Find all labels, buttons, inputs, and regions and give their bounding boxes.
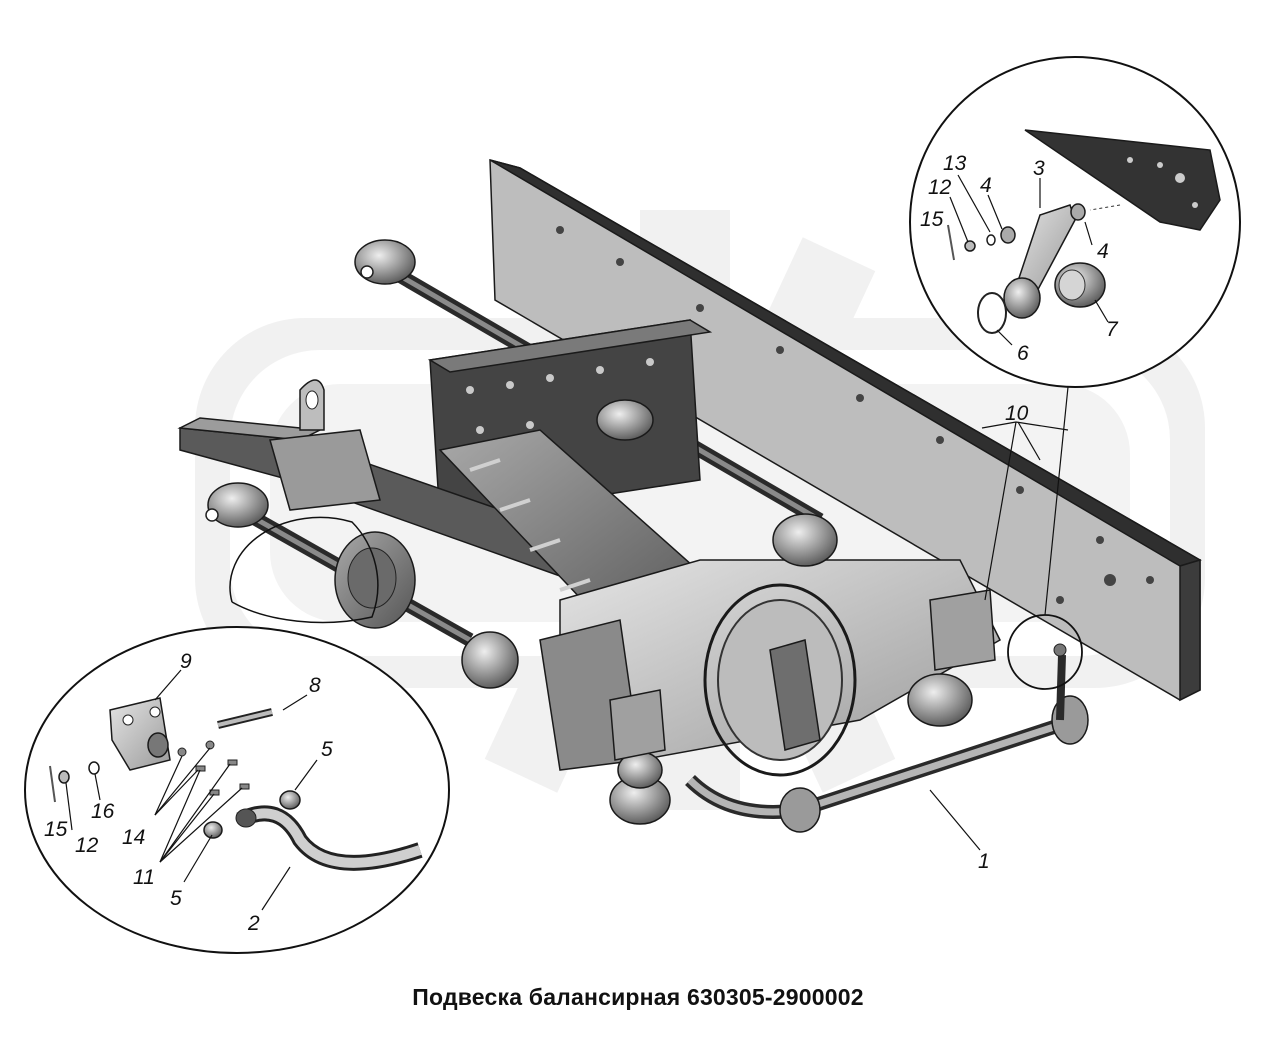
callout-2: 2 (247, 912, 260, 935)
callout-5-lower: 5 (170, 887, 182, 910)
diagram-caption: Подвеска балансирная 630305-2900002 (412, 984, 864, 1010)
axle-hub (334, 531, 519, 689)
balancer-housing (539, 559, 1001, 777)
callout-12-lower: 12 (75, 834, 99, 857)
stabilizer-bar (685, 643, 1089, 833)
callout-5-upper: 5 (321, 738, 333, 761)
detail-circle-top-right (909, 56, 1241, 388)
callout-11: 11 (133, 866, 155, 889)
leader-lines (65, 174, 1109, 911)
callout-1: 1 (978, 850, 990, 873)
callout-4-right: 4 (1097, 240, 1109, 263)
callout-12: 12 (928, 176, 952, 199)
callout-14: 14 (122, 826, 145, 849)
spring-eye-bracket (269, 379, 381, 511)
callout-4-upper: 4 (980, 174, 992, 197)
frame-rail (489, 159, 1202, 702)
callout-13: 13 (943, 152, 967, 175)
callout-6: 6 (1017, 342, 1029, 365)
callout-8: 8 (309, 674, 321, 697)
callout-9: 9 (180, 650, 192, 673)
callout-15: 15 (920, 208, 944, 231)
detail-circle-bottom-left (24, 626, 450, 954)
callout-7: 7 (1106, 318, 1119, 341)
callout-3: 3 (1033, 157, 1045, 180)
bracket-bushings (609, 513, 996, 825)
callout-10: 10 (1005, 402, 1029, 425)
callout-16: 16 (91, 800, 115, 823)
callout-15-lower: 15 (44, 818, 68, 841)
